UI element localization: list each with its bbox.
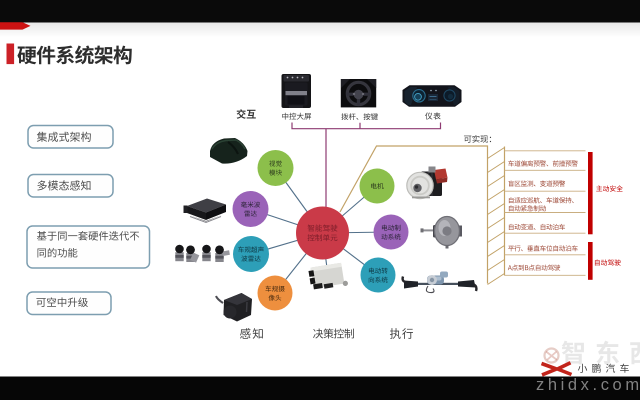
svg-text:zhidx.com: zhidx.com — [536, 376, 640, 394]
